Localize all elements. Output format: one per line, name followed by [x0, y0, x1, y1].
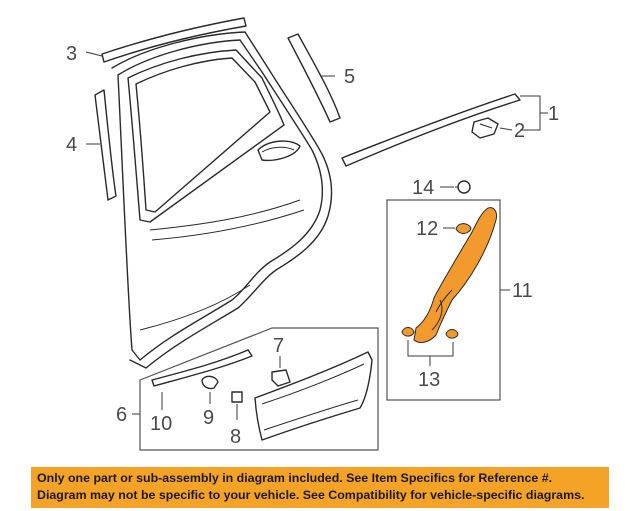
part-6-group-box — [139, 327, 379, 451]
part-1-belt-molding — [341, 93, 548, 167]
rear-door-panel — [111, 31, 333, 369]
callout-3: 3 — [66, 43, 77, 65]
part-12-clip-highlighted — [443, 223, 472, 234]
callout-2: 2 — [514, 120, 525, 142]
part-3-roof-molding — [85, 17, 247, 63]
part-7-clip — [271, 356, 291, 387]
lower-door-garnish — [254, 351, 373, 441]
exploded-parts-diagram: 3 4 5 1 2 14 12 11 13 6 7 8 9 10 — [66, 17, 559, 451]
part-9-clip — [201, 375, 219, 404]
callout-4: 4 — [66, 134, 77, 156]
part-10-molding-strip — [151, 349, 253, 410]
part-2-clip — [471, 117, 513, 139]
part-13-clips-highlighted — [401, 327, 459, 366]
disclaimer-line-1: Only one part or sub-assembly in diagram… — [37, 471, 553, 485]
callout-5: 5 — [344, 66, 355, 88]
disclaimer-line-2: Diagram may not be specific to your vehi… — [37, 488, 585, 502]
part-4-sash-molding — [86, 89, 117, 201]
part-5-sash-garnish — [287, 33, 341, 123]
callout-13: 13 — [418, 369, 440, 391]
callout-14: 14 — [412, 177, 434, 199]
part-14-grommet — [440, 180, 471, 194]
callout-1: 1 — [548, 103, 559, 125]
callout-7: 7 — [273, 335, 284, 357]
part-11-group-box — [386, 199, 501, 401]
callout-12: 12 — [416, 218, 438, 240]
callout-11: 11 — [512, 280, 533, 302]
callout-6: 6 — [116, 404, 127, 426]
part-8-fastener — [231, 391, 243, 420]
part-11-pillar-garnish-highlighted — [413, 207, 497, 343]
callout-9: 9 — [203, 407, 214, 429]
callout-10: 10 — [150, 413, 172, 435]
disclaimer-banner: Only one part or sub-assembly in diagram… — [31, 467, 609, 508]
callout-8: 8 — [230, 426, 241, 448]
